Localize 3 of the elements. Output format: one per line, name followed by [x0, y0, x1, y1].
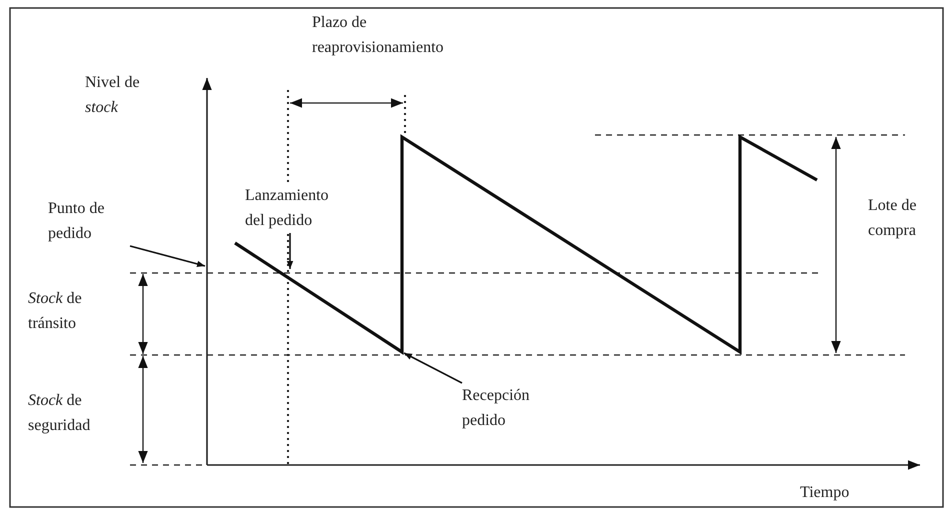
leader-line [286, 233, 294, 269]
leader-line [130, 245, 206, 268]
leader-line [404, 352, 462, 384]
